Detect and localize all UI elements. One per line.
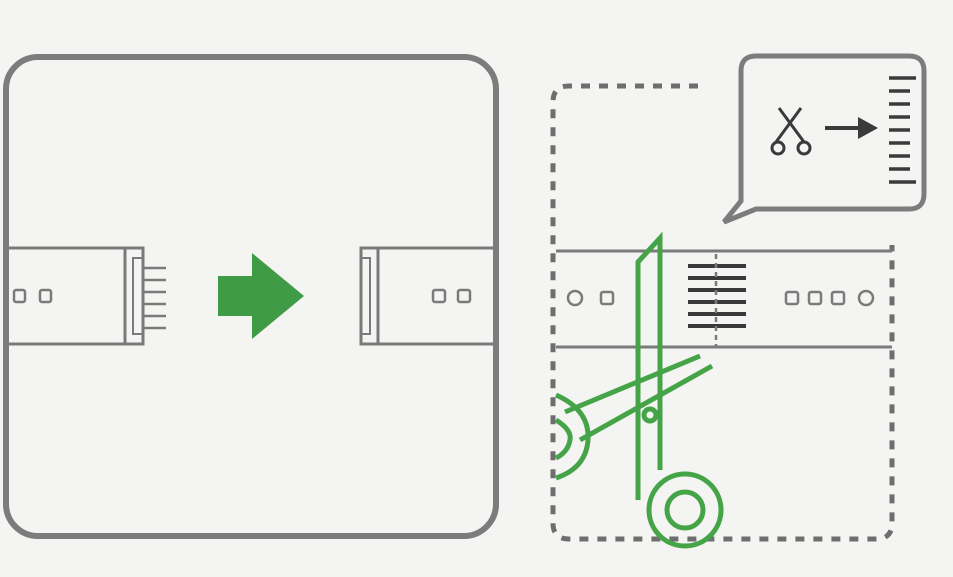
strip-receiving-end	[359, 246, 493, 346]
connector-pins	[143, 266, 166, 330]
strip-end-cap-lip	[360, 257, 371, 335]
cut-instruction-callout	[722, 53, 927, 225]
callout-bubble	[722, 53, 927, 225]
strip-end-cap-lip	[132, 257, 144, 335]
cut-panel	[550, 53, 927, 549]
scissors-icon	[554, 231, 724, 549]
led-dot	[431, 288, 447, 304]
led-dot	[830, 290, 846, 306]
led-dot	[784, 290, 800, 306]
connect-panel-frame	[3, 54, 499, 539]
led-dot	[38, 288, 53, 304]
led-dot	[566, 289, 584, 307]
scissors-icon	[770, 107, 812, 156]
cut-panel-dashed-frame	[550, 83, 895, 542]
right-arrow-icon	[858, 117, 878, 139]
led-dot	[456, 288, 472, 304]
strip-with-pins	[8, 246, 166, 346]
led-strip	[556, 249, 892, 349]
right-arrow-icon	[218, 253, 304, 339]
cut-mark-icon	[889, 76, 916, 184]
led-dot	[599, 290, 615, 306]
led-dot	[12, 288, 27, 304]
connect-panel	[3, 54, 499, 539]
led-dot	[857, 289, 875, 307]
led-dot	[807, 290, 823, 306]
